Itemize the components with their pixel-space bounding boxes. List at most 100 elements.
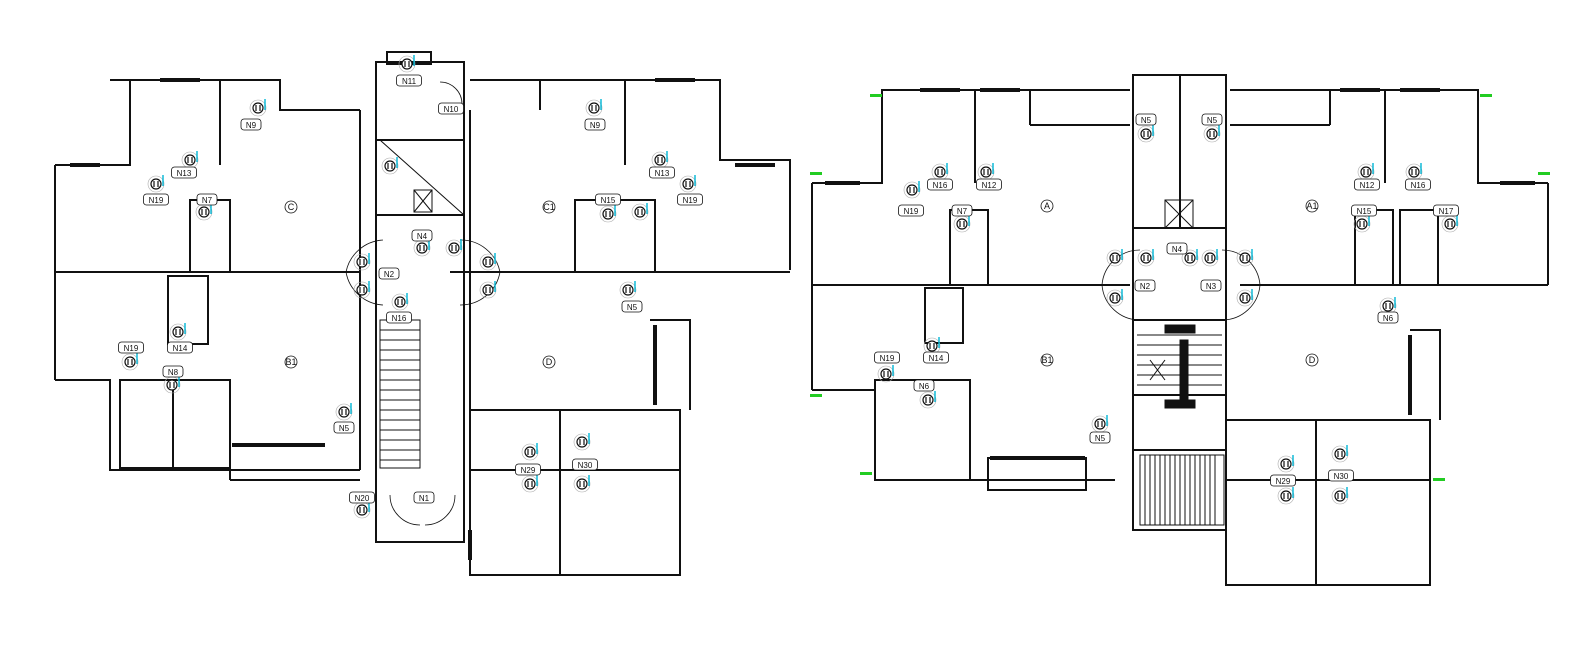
fixture-symbols bbox=[121, 55, 1459, 519]
circuit-tag: N13 bbox=[171, 166, 197, 179]
unit-label: C1 bbox=[543, 202, 555, 212]
outlet-symbol bbox=[651, 151, 669, 169]
circuit-tag: N3 bbox=[1200, 279, 1222, 292]
unit-label: B1 bbox=[1041, 355, 1052, 365]
circuit-tag-label: N5 bbox=[1141, 116, 1152, 125]
circuit-tag: N8 bbox=[162, 365, 184, 378]
outlet-symbol bbox=[1353, 215, 1371, 233]
circuit-tag-label: N5 bbox=[339, 424, 350, 433]
circuit-tag: N1 bbox=[413, 491, 435, 504]
circuit-tag: N5 bbox=[1135, 113, 1157, 126]
unit-label: D bbox=[546, 357, 553, 367]
outlet-symbol bbox=[931, 163, 949, 181]
circuit-tag: N19 bbox=[898, 204, 924, 217]
circuit-tag-label: N14 bbox=[929, 354, 944, 363]
outlet-symbol bbox=[353, 253, 371, 271]
outlet-symbol bbox=[1357, 163, 1375, 181]
left-door-swings bbox=[345, 81, 501, 526]
unit-label-circle bbox=[1305, 353, 1319, 367]
circuit-tag: N12 bbox=[1354, 178, 1380, 191]
outlet-symbol bbox=[398, 55, 416, 73]
unit-label: B1 bbox=[285, 357, 296, 367]
outlet-symbol bbox=[877, 365, 895, 383]
outlet-symbol bbox=[1106, 249, 1124, 267]
left-plan-walls bbox=[54, 51, 791, 576]
circuit-tag: N5 bbox=[1089, 431, 1111, 444]
circuit-tag: N15 bbox=[1351, 204, 1377, 217]
circuit-tag-label: N9 bbox=[246, 121, 257, 130]
circuit-tag-label: N19 bbox=[904, 207, 919, 216]
circuit-tag: N16 bbox=[386, 311, 412, 324]
circuit-tag: N2 bbox=[1134, 279, 1156, 292]
outlet-symbol bbox=[1277, 455, 1295, 473]
unit-label: D bbox=[1309, 355, 1316, 365]
outlet-symbol bbox=[335, 403, 353, 421]
outlet-symbol bbox=[391, 293, 409, 311]
outlet-symbol bbox=[619, 281, 637, 299]
outlet-symbol bbox=[919, 391, 937, 409]
circuit-tag: N11 bbox=[396, 74, 422, 87]
circuit-tag: N19 bbox=[118, 341, 144, 354]
unit-label: C bbox=[288, 202, 295, 212]
outlet-symbol bbox=[1379, 297, 1397, 315]
circuit-tag-label: N19 bbox=[683, 196, 698, 205]
right-plan-heavy-walls bbox=[825, 88, 1535, 460]
circuit-tag: N29 bbox=[1270, 474, 1296, 487]
outlet-symbol bbox=[1236, 289, 1254, 307]
circuit-tag: N19 bbox=[677, 193, 703, 206]
outlet-symbol bbox=[521, 475, 539, 493]
circuit-tag-label: N12 bbox=[982, 181, 997, 190]
outlet-symbol bbox=[923, 337, 941, 355]
outlet-symbol bbox=[479, 253, 497, 271]
outlet-symbol bbox=[1203, 125, 1221, 143]
circuit-tag-label: N1 bbox=[419, 494, 430, 503]
outlet-symbol bbox=[1137, 249, 1155, 267]
circuit-tag-label: N29 bbox=[1276, 477, 1291, 486]
circuit-tag: N7 bbox=[196, 193, 218, 206]
left-stairs bbox=[379, 139, 465, 469]
circuit-tag-label: N30 bbox=[578, 461, 593, 470]
circuit-tag: N13 bbox=[649, 166, 675, 179]
unit-label: A1 bbox=[1306, 201, 1317, 211]
outlet-symbol bbox=[1091, 415, 1109, 433]
outlet-symbol bbox=[903, 181, 921, 199]
outlet-symbol bbox=[1405, 163, 1423, 181]
circuit-tag: N20 bbox=[349, 491, 375, 504]
circuit-tag: N6 bbox=[913, 379, 935, 392]
circuit-tag-label: N5 bbox=[1207, 116, 1218, 125]
circuit-tag-label: N15 bbox=[601, 196, 616, 205]
circuit-tag-label: N5 bbox=[627, 303, 638, 312]
circuit-tag-label: N7 bbox=[202, 196, 213, 205]
circuit-tag: N19 bbox=[143, 193, 169, 206]
outlet-symbol bbox=[195, 203, 213, 221]
circuit-tag-label: N13 bbox=[655, 169, 670, 178]
outlet-symbol bbox=[1137, 125, 1155, 143]
circuit-tag-label: N4 bbox=[417, 232, 428, 241]
circuit-tag: N12 bbox=[976, 178, 1002, 191]
outlet-symbol bbox=[977, 163, 995, 181]
circuit-tag: N4 bbox=[1166, 242, 1188, 255]
unit-label-circle bbox=[542, 355, 556, 369]
circuit-tag-label: N14 bbox=[173, 344, 188, 353]
outlet-symbol bbox=[169, 323, 187, 341]
circuit-tag: N17 bbox=[1433, 204, 1459, 217]
outlet-symbol bbox=[121, 353, 139, 371]
unit-label-circle bbox=[1305, 199, 1319, 213]
circuit-tag: N29 bbox=[515, 463, 541, 476]
circuit-tag-label: N11 bbox=[402, 77, 417, 86]
circuit-tag: N4 bbox=[411, 229, 433, 242]
circuit-tag-label: N5 bbox=[1095, 434, 1106, 443]
circuit-tag-label: N4 bbox=[1172, 245, 1183, 254]
unit-label-circle bbox=[1040, 199, 1054, 213]
circuit-tag-label: N15 bbox=[1357, 207, 1372, 216]
outlet-symbol bbox=[521, 443, 539, 461]
outlet-symbol bbox=[353, 281, 371, 299]
green-markers bbox=[810, 94, 1550, 481]
outlet-symbol bbox=[679, 175, 697, 193]
circuit-tag-label: N16 bbox=[1411, 181, 1426, 190]
circuit-tag-label: N2 bbox=[1140, 282, 1151, 291]
outlet-symbol bbox=[1106, 289, 1124, 307]
